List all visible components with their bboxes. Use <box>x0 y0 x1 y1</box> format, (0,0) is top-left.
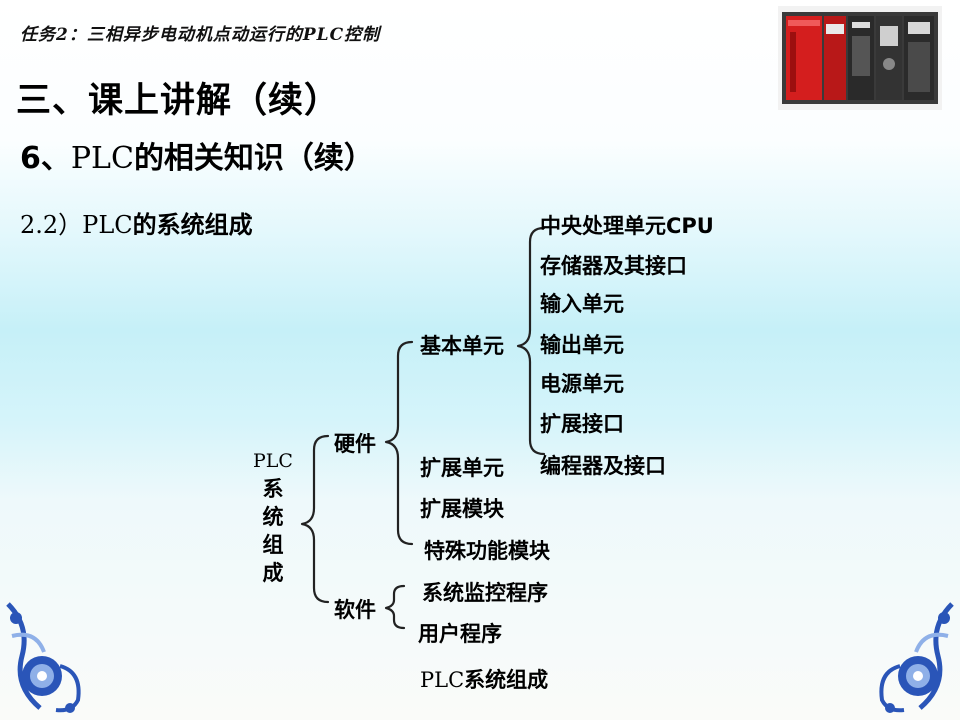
software-item: 用户程序 <box>418 622 502 646</box>
root-char: 统 <box>262 505 284 529</box>
subtitle: 6、PLC的相关知识（续） <box>20 133 374 177</box>
hardware-item: 扩展单元 <box>420 456 504 480</box>
basic-unit-item: 中央处理单元CPU <box>540 214 714 238</box>
figure-caption: PLC系统组成 <box>420 664 548 694</box>
section-prefix: 2.2） <box>20 211 83 239</box>
subtitle-prefix: 6、 <box>20 141 71 176</box>
basic-unit-item: 输入单元 <box>540 292 624 316</box>
task-title: 任务2：三相异步电动机点动运行的PLC控制 <box>20 25 381 45</box>
root-latin: PLC <box>253 450 293 472</box>
basic-unit-bracket <box>516 226 546 456</box>
basic-unit-item: 扩展接口 <box>540 412 624 436</box>
software-node: 软件 <box>334 598 376 622</box>
plc-hardware-image <box>778 6 942 110</box>
root-node: PLC 系 统 组 成 <box>252 447 294 587</box>
caption-rest: 系统组成 <box>464 668 549 692</box>
hardware-item: 特殊功能模块 <box>424 539 550 563</box>
basic-unit-item: 输出单元 <box>540 333 624 357</box>
section-rest: 的系统组成 <box>132 211 253 239</box>
section-heading: 2.2）PLC的系统组成 <box>20 205 253 240</box>
software-bracket <box>384 584 406 630</box>
hardware-item: 扩展模块 <box>420 497 504 521</box>
bottom-left-ornament <box>6 602 81 713</box>
root-char: 成 <box>262 561 284 585</box>
subtitle-latin: PLC <box>70 141 134 176</box>
basic-unit-item: 存储器及其接口 <box>540 254 687 278</box>
software-item: 系统监控程序 <box>422 581 548 605</box>
hardware-node: 硬件 <box>334 432 376 456</box>
root-char: 组 <box>262 533 284 557</box>
basic-unit-node: 基本单元 <box>420 334 504 358</box>
bottom-right-ornament <box>879 602 954 713</box>
hardware-bracket <box>384 340 414 546</box>
section-latin: PLC <box>82 211 133 239</box>
basic-unit-item: 电源单元 <box>540 372 624 396</box>
root-bracket <box>300 434 330 604</box>
basic-unit-item: 编程器及接口 <box>540 454 666 478</box>
subtitle-rest: 的相关知识（续） <box>133 141 374 176</box>
root-char: 系 <box>262 477 284 501</box>
slide-title: 三、课上讲解（续） <box>16 81 341 121</box>
caption-latin: PLC <box>420 668 465 692</box>
